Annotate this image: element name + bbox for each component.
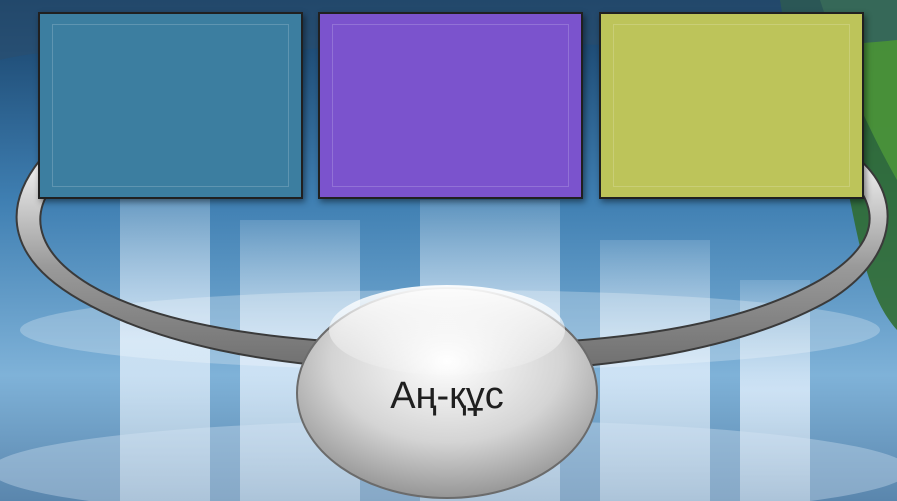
diagram-box-2 bbox=[318, 12, 583, 199]
box-1-inner-frame bbox=[52, 24, 289, 187]
center-node-label: Аң-құс bbox=[390, 374, 504, 417]
center-node: Аң-құс bbox=[296, 286, 598, 498]
box-3-inner-frame bbox=[613, 24, 850, 187]
diagram-box-1 bbox=[38, 12, 303, 199]
connector-ring bbox=[15, 157, 889, 374]
box-2-inner-frame bbox=[332, 24, 569, 187]
diagram-box-3 bbox=[599, 12, 864, 199]
